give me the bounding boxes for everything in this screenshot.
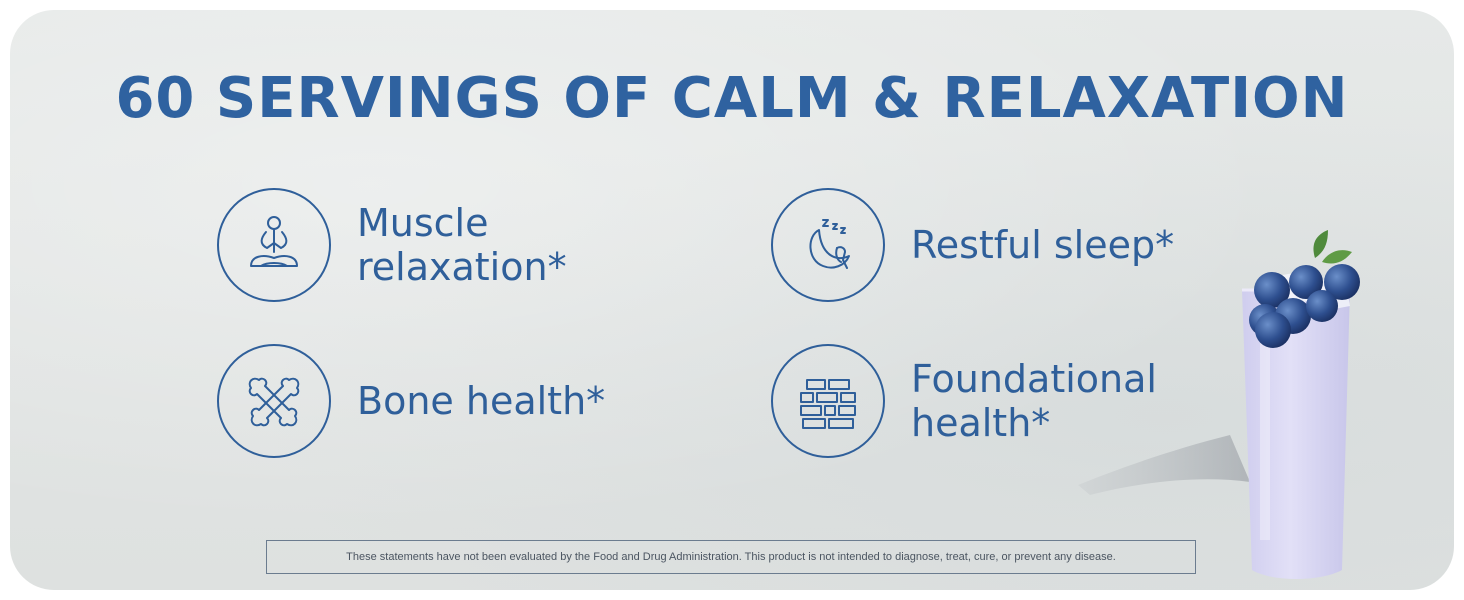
benefit-foundational-health: Foundational health* — [771, 344, 1191, 458]
brick-wall-icon — [771, 344, 885, 458]
benefit-bone-health: Bone health* — [217, 344, 605, 458]
moon-sleep-icon — [771, 188, 885, 302]
benefit-muscle-relaxation: Muscle relaxation* — [217, 188, 657, 302]
benefit-label: Bone health* — [357, 379, 606, 423]
meditation-icon — [217, 188, 331, 302]
benefit-label: Restful sleep* — [911, 223, 1175, 267]
headline: 60 SERVINGS OF CALM & RELAXATION — [115, 66, 1349, 131]
benefit-label: Muscle relaxation* — [357, 201, 567, 289]
blueberry-drink-glass-illustration — [1078, 230, 1360, 579]
fda-disclaimer: These statements have not been evaluated… — [266, 540, 1196, 574]
benefit-restful-sleep: Restful sleep* — [771, 188, 1174, 302]
benefit-label: Foundational health* — [911, 357, 1157, 445]
crossed-bones-icon — [217, 344, 331, 458]
banner-card: 60 SERVINGS OF CALM & RELAXATION Muscle … — [10, 10, 1454, 590]
